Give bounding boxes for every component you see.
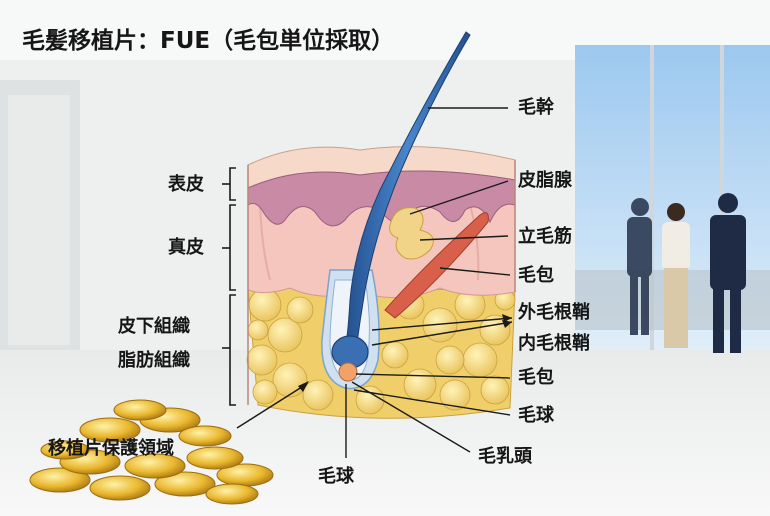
dermal-papilla	[338, 362, 358, 382]
label-follicle-lower: 毛包	[518, 367, 554, 388]
leader-lines	[236, 107, 513, 458]
label-hair-bulb-bottom: 毛球	[318, 466, 354, 487]
layer-brackets	[222, 167, 236, 406]
label-hair-shaft: 毛幹	[518, 97, 554, 118]
gold-coins-pile	[29, 399, 274, 505]
label-epidermis: 表皮	[168, 174, 204, 195]
label-hair-bulb-right: 毛球	[518, 405, 554, 426]
label-arrector-pili: 立毛筋	[518, 226, 572, 247]
label-sebaceous-gland: 皮脂腺	[518, 170, 572, 191]
skin-cross-section	[246, 31, 516, 419]
label-inner-root-sheath: 内毛根鞘	[518, 333, 590, 354]
label-dermis: 真皮	[168, 237, 204, 258]
label-subcutaneous-1: 皮下組織	[118, 316, 190, 337]
page-title: 毛髪移植片：FUE（毛包単位採取）	[22, 28, 395, 54]
label-subcutaneous-2: 脂肪組織	[118, 350, 190, 371]
label-follicle-upper: 毛包	[518, 265, 554, 286]
arrector-pili-muscle	[384, 212, 489, 319]
sebaceous-gland	[389, 207, 434, 260]
label-outer-root-sheath: 外毛根鞘	[518, 302, 590, 323]
label-dermal-papilla: 毛乳頭	[478, 446, 532, 467]
label-graft-protection: 移植片保護領域	[48, 438, 174, 459]
